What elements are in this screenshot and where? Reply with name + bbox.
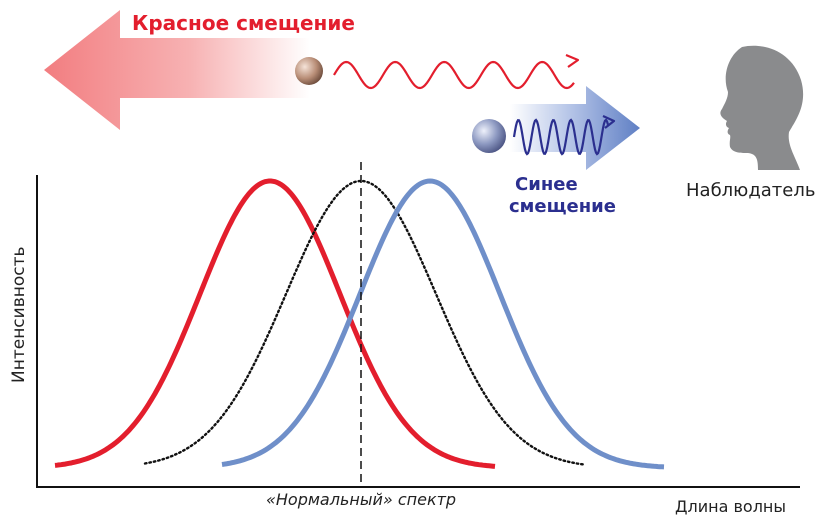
normal-spectrum-label: «Нормальный» спектр (266, 490, 456, 509)
spectrum-curve-2 (143, 179, 587, 466)
spectrum-curve-1 (54, 178, 496, 469)
blue-wave-arrow-icon (512, 114, 616, 156)
x-axis-label: Длина волны (675, 497, 786, 516)
observer-head-icon (720, 45, 804, 171)
approaching-ball-icon (472, 119, 506, 153)
red-wave-arrow-icon (333, 53, 580, 90)
y-axis-label: Интенсивность (9, 246, 29, 383)
spectrum-curves (54, 178, 665, 470)
blue-shift-arrow (510, 86, 640, 170)
observer-label: Наблюдатель (686, 180, 815, 201)
red-shift-arrow (44, 10, 310, 130)
blue-shift-label-line1: Синее (515, 174, 578, 195)
blue-shift-label-line2: смещение (509, 196, 616, 217)
red-shift-label: Красное смещение (132, 11, 355, 35)
spectrum-curve-3 (221, 178, 665, 470)
receding-ball-icon (295, 57, 323, 85)
